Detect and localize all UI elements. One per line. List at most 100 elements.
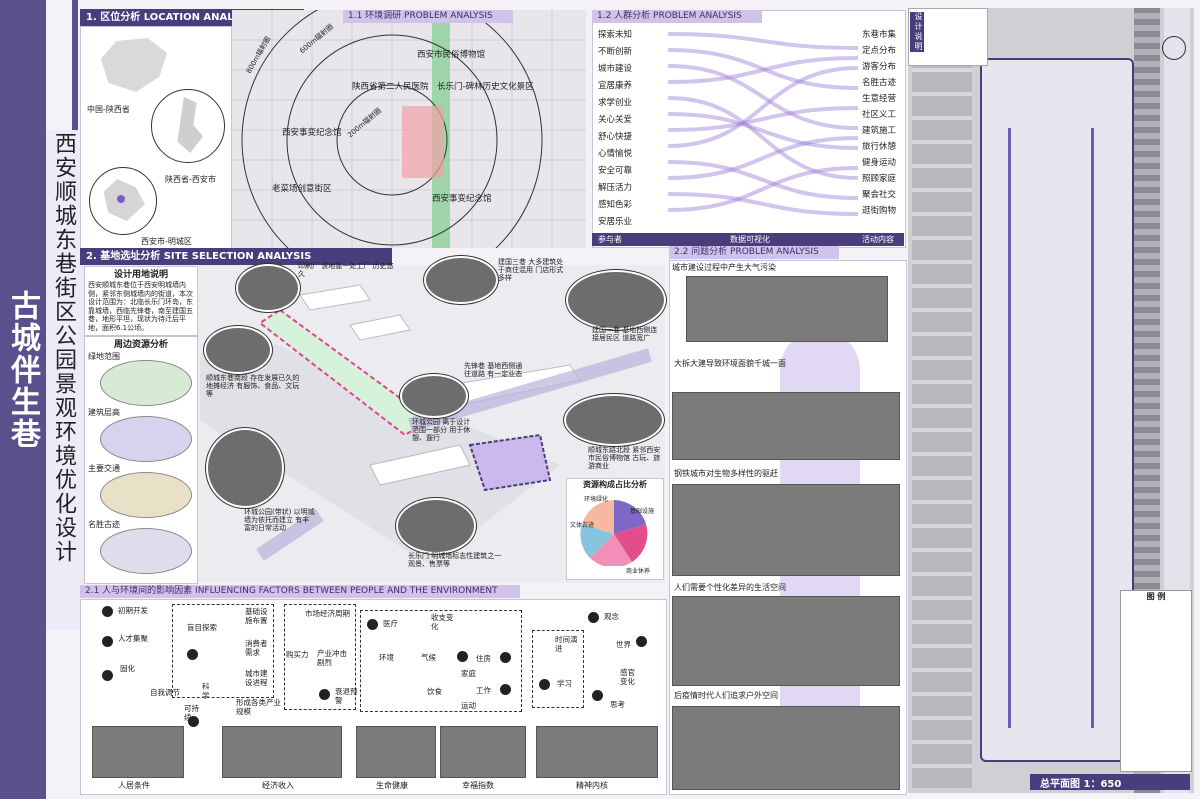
resource-2: 主要交通 [88,464,120,473]
crowd-right-6: 建筑施工 [862,126,897,136]
plan-park-strip [980,58,1134,762]
poi-6: 西安事变纪念馆 [432,194,492,204]
family-icon [457,651,468,662]
photo-xianfeng [400,374,468,418]
resource-map-3 [100,528,192,574]
xian-center-dot [117,195,125,203]
title-bar [0,0,46,799]
resource-1: 建筑层高 [88,408,120,417]
china-map [100,38,168,92]
problem-caption-0: 城市建设过程中产生大气污染 [672,263,776,272]
crowd-panel [592,10,906,248]
crowd-right-9: 照顾家庭 [862,174,897,184]
f4-0: 医疗 [383,619,398,628]
crowd-right-0: 东巷市集 [862,30,897,40]
bottom-label-1: 人居条件 [118,781,150,790]
resource-0: 绿地范围 [88,352,120,361]
label-xian: 西安市-明城区 [141,237,192,246]
f6-1: 观念 [604,612,619,621]
thumb-2 [222,726,342,778]
crowd-left-3: 宜居康养 [598,81,633,91]
main-title: 古城伴生巷 [5,290,40,450]
f4-6: 运动 [461,701,476,710]
design-note-box: 设计用地说明 西安顺城东巷位于西安明城墙内侧，紧邻东侧城墙内的街道，本次设计范围… [84,266,198,336]
trash-icon [187,649,198,660]
section21-header: 2.1 人与环境间的影响因素 INFLUENCING FACTORS BETWE… [80,585,520,598]
f6-3: 世界 [616,640,631,649]
callout-6: 顺城东路北段 紧邻西安市民俗博物馆 古玩、旅游商业 [588,446,661,470]
callout-4: 先锋巷 基地西侧通往道路 有一定业态 [464,362,523,378]
warning-icon [319,689,330,700]
recycle-icon [188,716,199,727]
callout-1: 建国三巷 大多建筑处于商住混用 门店形式多样 [498,258,564,282]
poi-2: 陕西省第二人民医院 [352,82,429,92]
design-note-text: 西安顺城东巷位于西安明城墙内侧，紧邻东侧城墙内的街道，本次设计范围为：北临长乐门… [88,281,193,332]
book-icon [539,679,550,690]
crowd-right-5: 社区义工 [862,110,897,120]
problem-photo-2 [672,484,900,576]
brain-icon [592,690,603,701]
f3-0: 市场经济周期 [305,609,350,618]
crowd-right-list: 东巷市集 定点分布 游客分布 名胜古迹 生意经营 社区义工 建筑施工 旅行休憩 … [862,28,904,220]
factor-group-1: 初期开发 人才集聚 固化 自我调节 可持续 科学 [92,604,210,727]
pie-title: 资源构成占比分析 [583,480,647,489]
resource-title: 周边资源分析 [113,340,168,350]
crowd-left-8: 安全可靠 [598,166,633,176]
factor-group-4: 医疗 收支变化 环境 气候 家庭 饮食 运动 [360,610,522,712]
crowd-right-10: 聚会社交 [862,190,897,200]
section22-header: 2.2 问题分析 PROBLEM ANALYSIS [669,246,839,259]
f2-2: 消费者需求 [245,639,268,657]
f6-2: 学习 [557,679,572,688]
section12-header: 1.2 人群分析 PROBLEM ANALYSIS [592,10,762,23]
photo-park [206,428,284,508]
crowd-footer [592,233,904,246]
talent-icon [102,636,113,647]
f2-3: 城市建设进程 [245,669,268,687]
crowd-left-4: 求学创业 [598,98,633,108]
problem-photo-1 [672,392,900,460]
street-map-svg [232,10,586,248]
problem-photo-0 [686,276,888,342]
crowd-right-11: 逛街购物 [862,206,897,216]
house-icon [500,652,511,663]
legend-title: 图 例 [1146,592,1166,601]
thumb-5 [536,726,658,778]
poi-1: 西安市民俗博物馆 [417,50,486,60]
problem-photo-4 [672,706,900,790]
f1-3: 自我调节 [150,688,180,697]
callout-0: 印刷厂 该地靠一处工厂 历史悠久 [298,262,394,278]
f2-5: 形成各类产业规模 [236,698,281,716]
f4-5: 饮食 [427,687,442,696]
crowd-left-0: 探索未知 [598,30,633,40]
crowd-right-2: 游客分布 [862,62,897,72]
factor-group-2: 基础设施布置 盲目探索 消费者需求 城市建设进程 [172,604,274,698]
f3-1: 产业冲击剧烈 [317,649,347,667]
development-icon [102,606,113,617]
design-note-title-right: 设计说明 [910,12,924,52]
crowd-left-5: 关心关爱 [598,115,633,125]
computer-icon [500,684,511,695]
f4-3: 气候 [421,653,436,662]
crowd-left-list: 探索未知 不断创新 城市建设 宜居康养 求学创业 关心关爱 舒心快捷 心情愉悦 … [598,28,668,232]
crowd-left-2: 城市建设 [598,64,633,74]
plan-left-blocks [912,48,972,788]
pie-label-3: 商业休养 [626,568,651,575]
label-shaanxi: 陕西省-西安市 [165,175,216,184]
north-arrow-icon [1162,36,1186,60]
factor-group-5: 住房 工作 [474,640,524,700]
poi-5: 老菜场创意街区 [272,184,332,194]
network-icon [588,612,599,623]
scale-bar [1030,774,1190,790]
bottom-label-3: 生命健康 [376,781,408,790]
left-accent-line [72,0,78,130]
callout-2: 建国一巷 基地西侧连接居民区 道路宽广 [592,326,658,342]
problem-photo-3 [672,596,900,686]
f3-2: 衰退预警 [335,687,358,705]
f4-4: 家庭 [461,669,476,678]
problem-caption-4: 后疫情时代人们追求户外空间 [674,691,778,700]
bottom-label-2: 经济收入 [262,781,294,790]
callout-3: 顺城东巷南段 存在发展已久的地摊经济 有服饰、食品、文玩等 [206,374,300,398]
resource-3: 名胜古迹 [88,520,120,529]
thumb-4 [440,726,526,778]
photo-printing [236,264,300,312]
